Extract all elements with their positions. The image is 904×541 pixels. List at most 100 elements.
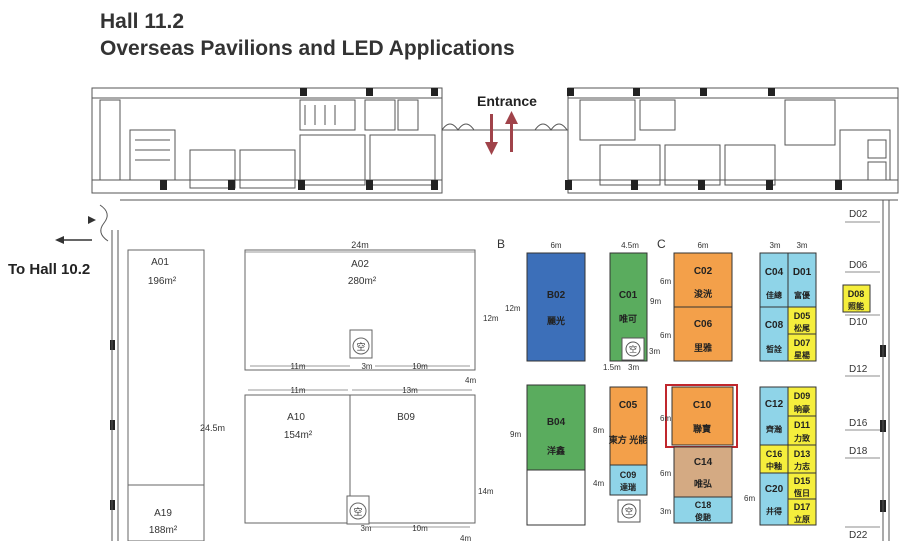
booth-a01[interactable]	[127, 249, 205, 541]
hall-subtitle: Overseas Pavilions and LED Applications	[100, 37, 515, 60]
svg-text:松尾: 松尾	[794, 323, 810, 333]
booth-c20[interactable]: C20 井得	[759, 472, 789, 526]
dim-10m: 10m	[412, 362, 428, 371]
svg-text:3m: 3m	[660, 507, 671, 516]
booth-d09[interactable]: D09 晌豪	[787, 386, 817, 417]
dim-3m-b: 3m	[360, 524, 371, 533]
dim-11m-b: 11m	[291, 386, 306, 395]
kiosk-icon: 空	[346, 495, 370, 525]
svg-text:C06: C06	[694, 319, 713, 330]
booth-b02[interactable]: B02 麗光	[526, 252, 586, 362]
dim-4m-b: 4m	[460, 534, 471, 541]
svg-text:唯可: 唯可	[619, 313, 637, 324]
svg-text:齊瀚: 齊瀚	[765, 424, 782, 434]
booth-c05[interactable]: C05 東方 光能	[609, 386, 648, 466]
a02-area: 280m²	[348, 276, 377, 287]
kiosk-icon: 空	[617, 499, 641, 523]
svg-text:恆日: 恆日	[793, 488, 810, 498]
booth-c10[interactable]: C10 聯寶	[671, 386, 734, 446]
booth-c08[interactable]: C08 晳詮	[759, 306, 789, 362]
booth-d07[interactable]: D07 星楊	[787, 333, 817, 362]
booth-a02[interactable]	[244, 249, 476, 371]
booth-c14[interactable]: C14 唯弘	[673, 446, 733, 498]
svg-text:力志: 力志	[794, 461, 810, 471]
to-hall-label: To Hall 10.2	[8, 261, 90, 278]
left-dims	[245, 251, 475, 528]
svg-text:C02: C02	[694, 266, 713, 277]
svg-text:8m: 8m	[593, 426, 604, 435]
svg-text:唯弘: 唯弘	[694, 478, 712, 489]
a01-area: 196m²	[148, 276, 177, 287]
svg-text:D13: D13	[794, 449, 811, 459]
svg-text:中釉: 中釉	[766, 461, 782, 471]
a02-code: A02	[351, 259, 369, 270]
booth-d17[interactable]: D17 立原	[787, 498, 817, 526]
svg-text:C12: C12	[765, 399, 784, 410]
booth-c04[interactable]: C04 佳總	[759, 252, 789, 308]
svg-text:4.5m: 4.5m	[621, 241, 639, 250]
svg-text:里雅: 里雅	[694, 342, 712, 353]
svg-text:C20: C20	[765, 484, 784, 495]
svg-text:富優: 富優	[794, 290, 811, 300]
svg-text:D07: D07	[794, 338, 811, 348]
booth-d08[interactable]: D08 照能	[842, 284, 871, 313]
a19-code: A19	[154, 508, 172, 519]
svg-text:聯寶: 聯寶	[693, 423, 711, 434]
booth-c18[interactable]: C18 俊馳	[673, 496, 733, 524]
dim-13m: 13m	[402, 386, 418, 395]
booth-c16[interactable]: C16 中釉	[759, 444, 789, 474]
svg-text:D11: D11	[794, 420, 810, 430]
svg-text:東方 光能: 東方 光能	[609, 434, 648, 445]
svg-text:空: 空	[629, 344, 637, 354]
section-b-label: B	[497, 237, 505, 251]
svg-text:C14: C14	[694, 457, 713, 468]
svg-text:D02: D02	[849, 209, 868, 220]
svg-text:6m: 6m	[550, 241, 561, 250]
booth-d13[interactable]: D13 力志	[787, 444, 817, 474]
svg-text:6m: 6m	[660, 277, 671, 286]
svg-text:C18: C18	[695, 500, 712, 510]
door-icon	[99, 204, 109, 242]
entrance-arrows-icon	[485, 111, 518, 155]
svg-text:佳總: 佳總	[766, 290, 782, 300]
section-c-label: C	[657, 237, 666, 251]
svg-text:達瑞: 達瑞	[620, 482, 636, 492]
svg-text:C05: C05	[619, 400, 638, 411]
svg-text:浚洸: 浚洸	[694, 288, 712, 299]
a01-code: A01	[151, 257, 169, 268]
svg-text:D17: D17	[794, 502, 811, 512]
dim-24m: 24m	[351, 240, 369, 250]
booth-d11[interactable]: D11 力致	[787, 415, 817, 446]
svg-text:D16: D16	[849, 418, 868, 429]
svg-text:B02: B02	[547, 290, 566, 301]
dim-3m: 3m	[361, 362, 372, 371]
dim-24-5m: 24.5m	[200, 423, 225, 433]
dim-14m: 14m	[478, 487, 494, 496]
svg-text:D10: D10	[849, 317, 868, 328]
svg-text:D15: D15	[794, 476, 811, 486]
svg-text:3m: 3m	[628, 363, 639, 372]
wall-labels: D02 D06 D10 D12 D16 D18 D22	[845, 209, 880, 541]
booth-c09[interactable]: C09 達瑞	[609, 464, 648, 496]
svg-text:9m: 9m	[510, 430, 521, 439]
booth-c06[interactable]: C06 里雅	[673, 306, 733, 362]
svg-text:照能: 照能	[848, 301, 864, 311]
left-area	[127, 249, 476, 541]
dim-10m-b: 10m	[412, 524, 428, 533]
booth-d15[interactable]: D15 恆日	[787, 472, 817, 500]
booth-c12[interactable]: C12 齊瀚	[759, 386, 789, 446]
svg-text:空: 空	[353, 506, 362, 517]
svg-text:6m: 6m	[660, 331, 671, 340]
svg-text:B04: B04	[547, 417, 566, 428]
booth-c02[interactable]: C02 浚洸	[673, 252, 733, 308]
svg-text:D09: D09	[794, 391, 811, 401]
booth-d01[interactable]: D01 富優	[787, 252, 817, 308]
booth-b04[interactable]: B04 洋鑫	[526, 384, 586, 526]
b09-code: B09	[397, 412, 415, 423]
dim-4m: 4m	[465, 376, 476, 385]
booth-d05[interactable]: D05 松尾	[787, 306, 817, 335]
entrance-label: Entrance	[477, 93, 537, 109]
hall-title: Hall 11.2 Overseas Pavilions and LED App…	[100, 8, 515, 62]
svg-text:12m: 12m	[505, 304, 521, 313]
